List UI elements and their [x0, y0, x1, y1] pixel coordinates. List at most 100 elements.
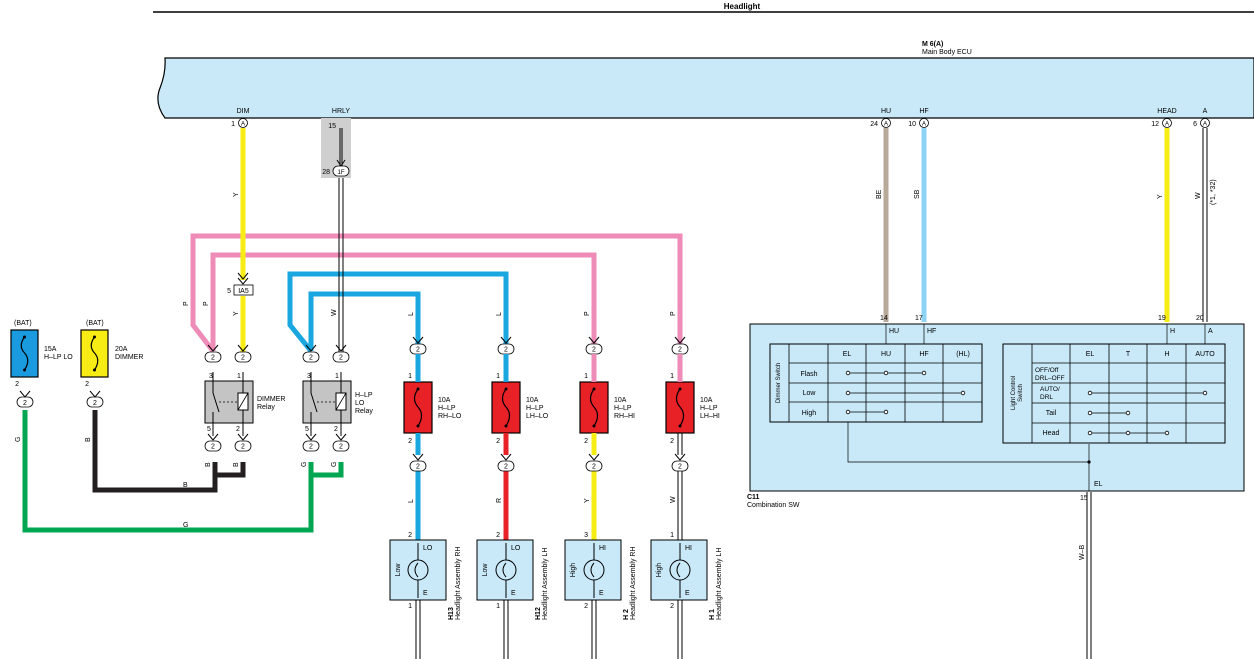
svg-text:RH–LO: RH–LO — [438, 413, 462, 420]
svg-text:P: P — [183, 301, 190, 306]
svg-text:2: 2 — [23, 400, 27, 407]
lamp-fuse-1-top-connector-label: 2 — [504, 347, 508, 354]
svg-text:L: L — [408, 312, 415, 316]
svg-text:LO: LO — [423, 545, 433, 552]
svg-text:W: W — [1195, 192, 1202, 199]
svg-text:(HL): (HL) — [956, 351, 970, 358]
pin-label-hf: HF — [919, 108, 928, 115]
svg-text:19: 19 — [1158, 315, 1166, 322]
svg-text:H–LP LO: H–LP LO — [44, 354, 73, 361]
white-wires — [338, 128, 1208, 659]
svg-text:H: H — [1170, 328, 1175, 335]
svg-text:(*1, *32): (*1, *32) — [1210, 179, 1217, 205]
svg-text:H–LP: H–LP — [614, 405, 632, 412]
svg-text:R: R — [496, 498, 503, 503]
svg-text:G: G — [15, 437, 22, 442]
svg-text:H–LP: H–LP — [355, 392, 373, 399]
ecu-name: Main Body ECU — [922, 49, 972, 56]
svg-text:Head: Head — [1043, 430, 1060, 437]
svg-text:E: E — [599, 590, 604, 597]
svg-text:10: 10 — [908, 121, 916, 128]
lamp-fuse-2-bottom-connector: 2 — [585, 453, 603, 472]
lamp-fuse-2-top-connector-label: 2 — [592, 347, 596, 354]
svg-text:P: P — [670, 311, 677, 316]
svg-text:Tail: Tail — [1046, 410, 1057, 417]
black-wires — [92, 410, 246, 493]
svg-text:E: E — [423, 590, 428, 597]
svg-text:2: 2 — [496, 532, 500, 539]
pin-label-a: A — [1203, 108, 1208, 115]
lamp-fuse-0-bottom-connector-label: 2 — [416, 464, 420, 471]
svg-text:20: 20 — [1196, 315, 1204, 322]
svg-text:20A: 20A — [115, 346, 128, 353]
svg-text:Relay: Relay — [355, 408, 373, 415]
bat-fuse-hlp-lo: (BAT) 15A H–LP LO 2 2 — [10, 320, 73, 408]
svg-text:B: B — [233, 462, 240, 467]
pin-label-dim: DIM — [237, 108, 250, 115]
svg-text:17: 17 — [915, 315, 923, 322]
svg-text:1F: 1F — [337, 170, 344, 176]
svg-text:1: 1 — [408, 603, 412, 610]
svg-text:LO: LO — [355, 400, 365, 407]
svg-text:2: 2 — [15, 381, 19, 388]
svg-text:B: B — [85, 437, 92, 442]
combination-switch: C11 Combination SW 14 17 19 20 HU HF H A… — [747, 315, 1245, 509]
svg-text:1: 1 — [496, 603, 500, 610]
svg-text:H–LP: H–LP — [700, 405, 718, 412]
svg-text:Switch: Switch — [1018, 384, 1024, 402]
svg-text:1: 1 — [670, 532, 674, 539]
svg-text:A: A — [922, 122, 926, 128]
svg-text:6: 6 — [1193, 121, 1197, 128]
svg-text:RH–HI: RH–HI — [614, 413, 635, 420]
svg-text:H–LP: H–LP — [526, 405, 544, 412]
svg-text:A: A — [884, 122, 888, 128]
svg-text:W: W — [670, 496, 677, 503]
svg-text:G: G — [183, 522, 188, 529]
lamp-fuse-3-top-connector: 2 — [671, 336, 689, 355]
dimmer-relay: DIMMER Relay 3 1 5 2 — [204, 372, 285, 436]
svg-text:2: 2 — [584, 603, 588, 610]
svg-text:EL: EL — [1086, 351, 1095, 358]
svg-text:H 2: H 2 — [623, 609, 630, 620]
svg-text:2: 2 — [236, 426, 240, 433]
relay-1-bottom-right-connector-label: 2 — [339, 444, 343, 451]
svg-text:1: 1 — [231, 121, 235, 128]
svg-text:12: 12 — [1151, 121, 1159, 128]
ground-leads — [415, 600, 683, 659]
combo-ref: C11 — [747, 494, 760, 501]
hlp-lo-relay: H–LP LO Relay 3 1 5 2 — [302, 372, 373, 436]
svg-text:2: 2 — [408, 438, 412, 445]
lamp-fuse-0-bottom-connector: 2 — [409, 453, 427, 472]
relay-1-top-left-connector-label: 2 — [309, 355, 313, 362]
svg-text:BE: BE — [876, 189, 883, 199]
svg-text:15: 15 — [328, 123, 336, 130]
svg-text:1: 1 — [408, 373, 412, 380]
svg-text:EL: EL — [1094, 481, 1103, 488]
svg-text:28: 28 — [322, 169, 330, 176]
ecu-pins: DIM HRLY HU HF HEAD A — [237, 108, 1208, 115]
relay-1-top-right-connector-label: 2 — [339, 355, 343, 362]
svg-text:15: 15 — [1080, 495, 1088, 502]
svg-text:5: 5 — [227, 288, 231, 295]
svg-text:DIMMER: DIMMER — [115, 354, 143, 361]
svg-text:A: A — [1165, 122, 1169, 128]
relay-0-top-right-connector-label: 2 — [241, 355, 245, 362]
svg-text:E: E — [685, 590, 690, 597]
svg-text:14: 14 — [880, 315, 888, 322]
svg-text:AUTO: AUTO — [1195, 351, 1215, 358]
lamp-fuse-0-top-connector-label: 2 — [416, 347, 420, 354]
svg-text:Relay: Relay — [257, 404, 275, 411]
svg-text:A: A — [1208, 328, 1213, 335]
svg-text:High: High — [656, 563, 663, 578]
svg-text:2: 2 — [670, 603, 674, 610]
lamp-fuse-1-top-connector: 2 — [497, 336, 515, 355]
svg-text:2: 2 — [85, 381, 89, 388]
svg-text:5: 5 — [207, 426, 211, 433]
ecu-ref: M 6(A) — [922, 41, 943, 48]
relay-0-bottom-left-connector-label: 2 — [211, 444, 215, 451]
svg-text:Low: Low — [395, 563, 402, 577]
